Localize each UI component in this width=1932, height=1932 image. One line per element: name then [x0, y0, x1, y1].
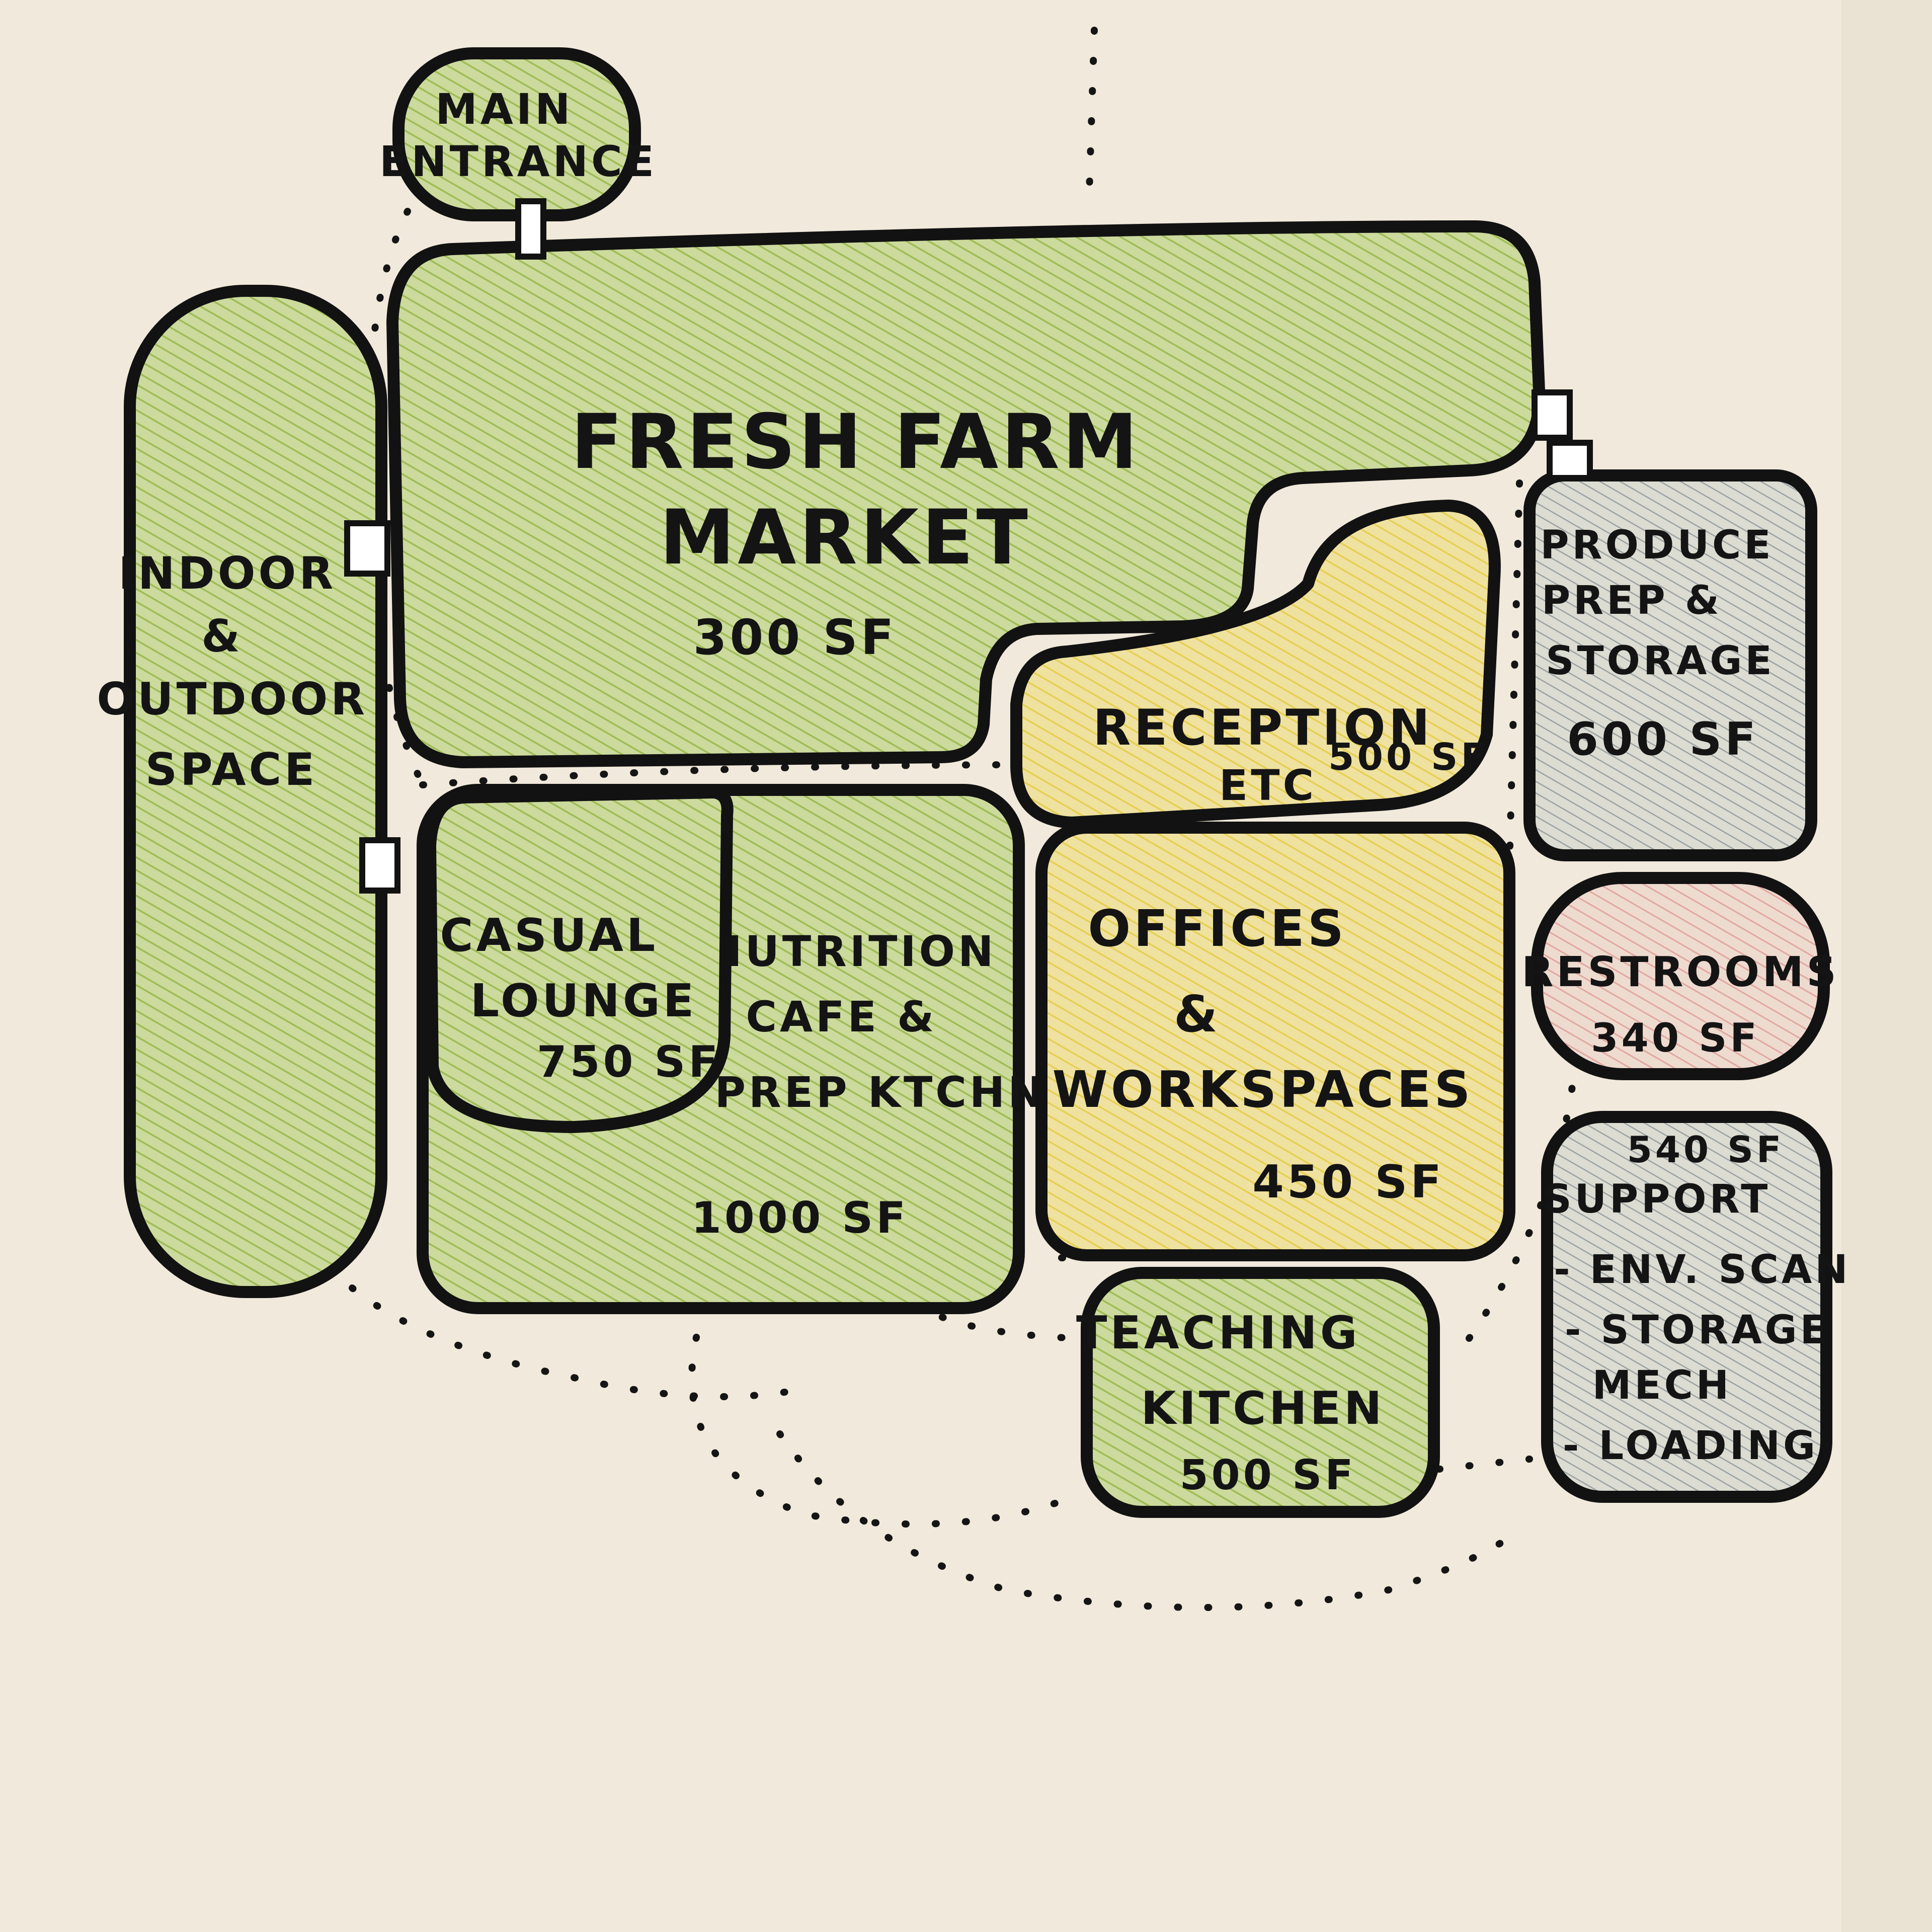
zone-nutrition-cafe-area: 1000 SF	[691, 1193, 909, 1243]
zone-casual-lounge-area: 750 SF	[537, 1037, 721, 1087]
zone-main-entrance[interactable]: MAIN ENTRANCE	[379, 47, 657, 221]
paper-shadow	[1841, 0, 1932, 1932]
zone-indoor-outdoor-space-label: INDOOR & OUTDOOR SPACE	[97, 547, 386, 795]
door-marker-market-west	[344, 520, 390, 577]
zone-produce-prep-storage-label: PRODUCE PREP & STORAGE	[1540, 523, 1790, 684]
zone-fresh-farm-market[interactable]: FRESH FARM MARKET 300 SF	[386, 220, 1546, 768]
zone-support-area: 540 SF	[1627, 1129, 1784, 1171]
zone-main-entrance-shape	[392, 47, 641, 221]
door-marker-lounge-west	[359, 837, 400, 894]
zone-reception[interactable]: RECEPTION ETC 500 SF	[1010, 500, 1501, 829]
zone-reception-label-etc: ETC	[1219, 761, 1317, 810]
zone-produce-prep-storage-shape	[1523, 469, 1817, 861]
zone-nutrition-cafe-label: NUTRITION CAFE & PREP KTCHN	[706, 927, 1046, 1117]
zone-restrooms-shape	[1531, 872, 1830, 1080]
zone-teaching-kitchen[interactable]: TEACHING KITCHEN 500 SF	[1076, 1267, 1440, 1518]
zone-reception-label: RECEPTION	[1093, 699, 1433, 757]
zone-produce-prep-storage-area: 600 SF	[1567, 713, 1759, 766]
zone-fresh-farm-market-label: FRESH FARM MARKET	[571, 398, 1170, 582]
zone-casual-lounge-shape	[424, 786, 734, 1133]
zone-reception-shape	[1010, 500, 1501, 829]
zone-casual-lounge[interactable]: CASUAL LOUNGE 750 SF	[424, 786, 734, 1133]
zone-teaching-kitchen-label: TEACHING KITCHEN	[1076, 1307, 1385, 1435]
door-marker-market-east	[1532, 389, 1573, 441]
zone-support[interactable]: 540 SF SUPPORT - ENV. SCAN - STORAGE MEC…	[1541, 1111, 1867, 1503]
zone-support-shape	[1541, 1111, 1832, 1503]
zone-teaching-kitchen-shape	[1081, 1267, 1440, 1518]
zone-indoor-outdoor-space-shape	[124, 285, 387, 1298]
zone-restrooms[interactable]: RESTROOMS 340 SF	[1521, 872, 1839, 1080]
door-marker-produce	[1547, 440, 1593, 481]
zone-fresh-farm-market-shape	[386, 220, 1546, 768]
zone-casual-lounge-label: CASUAL LOUNGE	[440, 909, 697, 1027]
zone-indoor-outdoor-space[interactable]: INDOOR & OUTDOOR SPACE	[97, 285, 387, 1298]
zone-restrooms-area: 340 SF	[1591, 1016, 1759, 1061]
zone-main-entrance-label: MAIN ENTRANCE	[379, 85, 657, 186]
zone-offices-workspaces[interactable]: OFFICES & WORKSPACES 450 SF	[1035, 822, 1515, 1261]
zone-teaching-kitchen-area: 500 SF	[1180, 1452, 1356, 1499]
zone-offices-workspaces-area: 450 SF	[1252, 1156, 1444, 1209]
door-marker-entrance	[515, 198, 546, 260]
zone-offices-workspaces-label: OFFICES & WORKSPACES	[1052, 899, 1473, 1119]
zone-offices-workspaces-shape	[1035, 822, 1515, 1261]
zone-support-label: SUPPORT - ENV. SCAN - STORAGE MECH - LOA…	[1543, 1177, 1867, 1469]
zone-fresh-farm-market-area: 300 SF	[693, 609, 897, 666]
circulation-paths	[349, 27, 1578, 1611]
zone-produce-prep-storage[interactable]: PRODUCE PREP & STORAGE 600 SF	[1523, 469, 1817, 861]
zone-restrooms-label: RESTROOMS	[1521, 948, 1839, 996]
zone-reception-area: 500 SF	[1328, 736, 1489, 779]
door-markers	[344, 198, 1593, 894]
